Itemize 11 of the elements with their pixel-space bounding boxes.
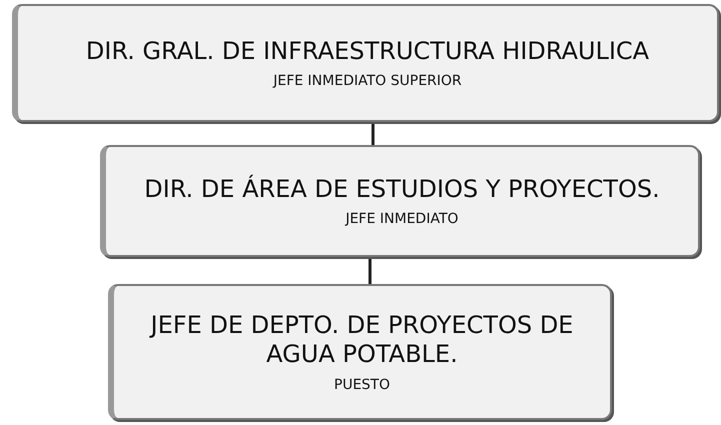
unit-title: JEFE DE DEPTO. DE PROYECTOS DE AGUA POTABLE. [148,311,574,369]
connector-line [368,259,372,284]
org-box [12,4,719,122]
org-box [108,284,612,420]
org-box [100,145,700,257]
connector-line [372,124,374,145]
unit-title: DIR. DE ÁREA DE ESTUDIOS Y PROYECTOS. [144,174,660,204]
role-label: PUESTO [334,376,390,393]
unit-title: DIR. GRAL. DE INFRAESTRUCTURA HIDRAULICA [86,36,650,66]
role-label: JEFE INMEDIATO SUPERIOR [273,73,462,90]
role-label: JEFE INMEDIATO [346,211,458,228]
